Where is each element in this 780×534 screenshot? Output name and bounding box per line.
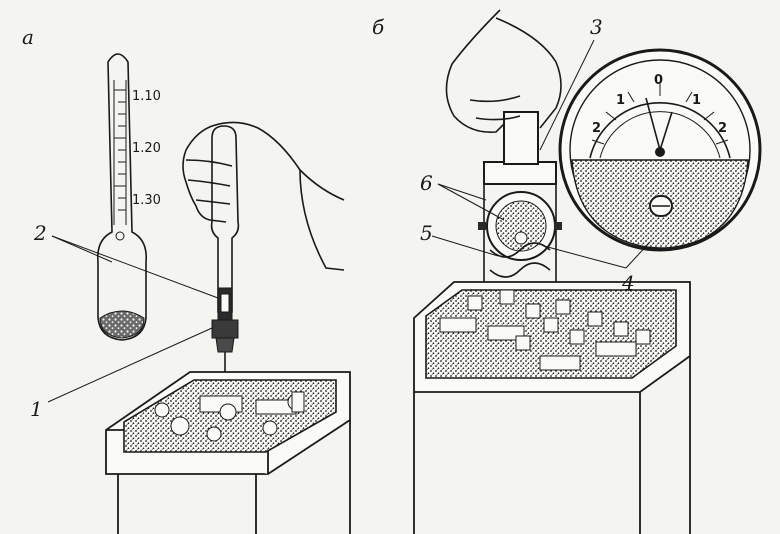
scale-label-2: 1.20 xyxy=(132,141,161,156)
panel-label-b: б xyxy=(372,15,385,39)
battery-left xyxy=(105,371,351,534)
dial-label-right-2: 2 xyxy=(718,121,727,136)
dial-label-right-1: 1 xyxy=(692,93,701,108)
voltmeter-dial-magnified xyxy=(558,48,762,252)
callout-4: 4 xyxy=(621,271,635,295)
callout-1: 1 xyxy=(30,397,43,421)
callout-3: 3 xyxy=(590,15,603,39)
callout-2-a: 2 xyxy=(33,221,47,245)
dial-label-left-2: 2 xyxy=(592,121,601,136)
hydrometer-syringe xyxy=(210,125,240,410)
scale-ticks xyxy=(114,89,126,211)
scale-label-1: 1.10 xyxy=(132,89,161,104)
hydrometer-float xyxy=(96,53,148,341)
callout-lines-a xyxy=(47,235,219,403)
hand-left xyxy=(182,121,345,271)
callout-6: 6 xyxy=(420,171,433,195)
dial-ticks xyxy=(591,84,729,145)
dial-label-left-1: 1 xyxy=(616,93,625,108)
load-fork xyxy=(478,111,562,286)
callout-5: 5 xyxy=(420,221,433,245)
dial-label-zero: 0 xyxy=(654,73,663,88)
battery-right xyxy=(413,281,691,534)
hand-right xyxy=(445,9,562,133)
panel-label-a: a xyxy=(22,25,34,49)
scale-label-3: 1.30 xyxy=(132,193,161,208)
callout-lines-b xyxy=(431,39,651,269)
